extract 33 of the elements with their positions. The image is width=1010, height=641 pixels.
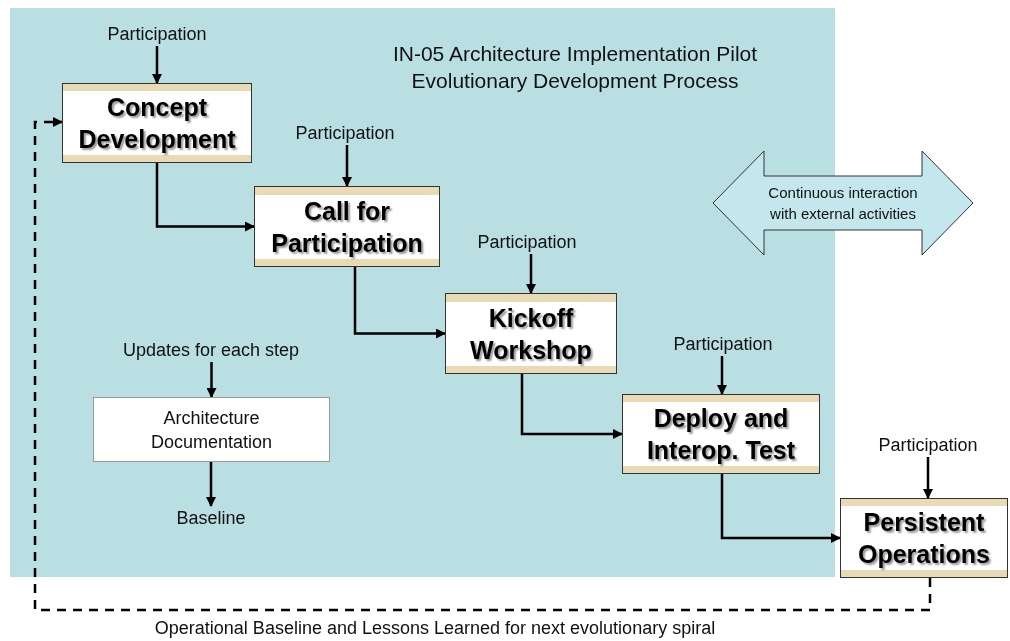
box-label: Call for Participation — [255, 194, 439, 259]
arrow — [717, 356, 727, 395]
arrow — [155, 163, 255, 232]
diagram-title: IN-05 Architecture Implementation Pilot Evolutionary Development Process — [391, 41, 759, 94]
box-label: Persistent Operations — [841, 506, 1007, 570]
input-label: Updates for each step — [106, 338, 316, 362]
arrow — [206, 462, 216, 507]
arrow — [206, 362, 217, 398]
process-box — [62, 83, 252, 163]
process-box — [445, 293, 617, 374]
arrow — [353, 267, 446, 339]
double-arrow-shape — [712, 150, 974, 256]
dashed-arrow — [33, 117, 932, 612]
box-label: Deploy and Interop. Test — [623, 402, 819, 466]
box-label: Kickoff Workshop — [446, 301, 616, 366]
input-label: Participation — [92, 22, 222, 46]
input-label: Participation — [280, 121, 410, 145]
process-box — [840, 498, 1008, 578]
arrow — [152, 46, 162, 84]
box-label: Concept Development — [63, 91, 251, 155]
arrow-label: Continuous interaction with external activities — [767, 183, 919, 224]
arrow — [520, 374, 623, 439]
arrow — [720, 474, 841, 543]
document-box: Architecture Documentation — [93, 397, 330, 462]
process-box — [622, 394, 820, 474]
input-label: Participation — [462, 230, 592, 254]
process-box — [254, 186, 440, 267]
arrow — [342, 145, 352, 187]
input-label: Baseline — [161, 506, 261, 530]
input-label: Participation — [863, 433, 993, 457]
arrow — [526, 254, 536, 294]
arrow — [923, 457, 933, 499]
input-label: Participation — [658, 332, 788, 356]
